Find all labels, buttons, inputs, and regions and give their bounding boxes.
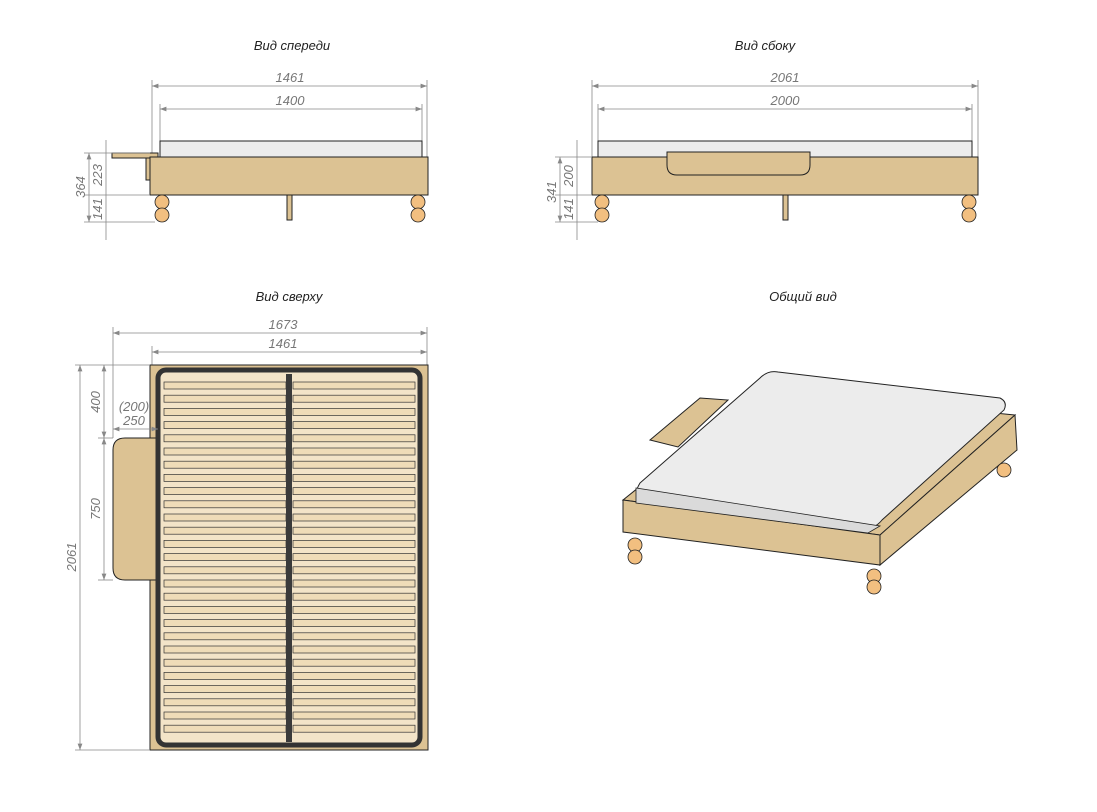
side-table	[666, 151, 811, 176]
dim-frame-height: 200	[561, 164, 576, 187]
slat	[292, 513, 416, 522]
slat	[163, 619, 287, 627]
slat	[292, 474, 416, 482]
slat	[163, 632, 287, 641]
dim-length: 2061	[64, 543, 79, 573]
side-view-title: Вид сбоку	[735, 38, 797, 53]
slat	[163, 381, 287, 390]
slat	[163, 724, 287, 733]
slat	[163, 500, 287, 509]
slat	[292, 579, 416, 588]
slat	[163, 474, 287, 482]
slat	[292, 645, 416, 654]
slat	[163, 566, 287, 575]
top-view-title: Вид сверху	[256, 289, 324, 304]
slat	[292, 487, 416, 495]
isometric-view: Общий вид	[621, 289, 1018, 595]
slat	[292, 408, 416, 416]
slat	[163, 394, 287, 403]
slat	[292, 606, 416, 614]
slat	[292, 460, 416, 469]
mattress	[159, 140, 423, 158]
center-rail	[286, 374, 292, 742]
slat	[292, 434, 416, 443]
slat	[292, 658, 416, 667]
frame-side	[879, 413, 1018, 567]
slat	[292, 526, 416, 535]
slat	[292, 592, 416, 601]
dim-table-length: 750	[88, 497, 103, 519]
slat	[163, 460, 287, 469]
slat	[163, 421, 287, 429]
slat	[163, 408, 287, 416]
dim-leg-height: 141	[561, 198, 576, 220]
slat	[292, 421, 416, 429]
dim-frame-width: 1461	[269, 336, 298, 351]
slat	[292, 619, 416, 627]
isometric-view-title: Общий вид	[769, 289, 837, 304]
center-leg	[782, 194, 789, 221]
slat	[163, 658, 287, 667]
slat	[292, 566, 416, 575]
slat	[292, 698, 416, 707]
slat	[163, 526, 287, 535]
slat	[163, 487, 287, 495]
dim-frame-height: 223	[90, 163, 105, 186]
dim-total-height: 364	[73, 176, 88, 198]
slat	[292, 553, 416, 561]
dim-leg-height: 141	[90, 198, 105, 220]
slat	[163, 645, 287, 654]
slat	[292, 672, 416, 680]
slat	[292, 711, 416, 720]
slat	[163, 579, 287, 588]
front-view-title: Вид спереди	[254, 38, 330, 53]
slat	[163, 685, 287, 693]
slat	[163, 513, 287, 522]
slat	[163, 606, 287, 614]
slat	[163, 592, 287, 601]
dim-table-depth-alt: (200)	[119, 399, 149, 414]
dim-total-height: 341	[544, 181, 559, 203]
dim-overall-length: 2061	[770, 70, 800, 85]
side-table	[112, 437, 159, 581]
slat	[292, 381, 416, 390]
side-table	[648, 397, 730, 448]
slat	[292, 447, 416, 456]
slat	[292, 685, 416, 693]
slat	[163, 553, 287, 561]
dim-mattress-width: 1400	[276, 93, 306, 108]
slat	[163, 540, 287, 548]
top-view: Вид сверху 1673 1461 2061 400 750 (200) …	[64, 289, 429, 751]
center-leg	[286, 194, 293, 221]
dim-mattress-length: 2000	[770, 93, 801, 108]
dim-width-with-table: 1673	[269, 317, 299, 332]
side-view: Вид сбоку 2061 2000 341 200 141	[544, 38, 979, 240]
slat	[292, 724, 416, 733]
slat	[163, 711, 287, 720]
slat	[163, 434, 287, 443]
slat	[163, 698, 287, 707]
front-view: Вид спереди 1461 1400 364 223 141	[73, 38, 429, 240]
slat	[163, 447, 287, 456]
slat	[292, 394, 416, 403]
dim-table-depth: 250	[122, 413, 145, 428]
bed-frame	[149, 156, 429, 196]
slat	[292, 540, 416, 548]
dim-table-offset: 400	[88, 390, 103, 412]
slat	[292, 632, 416, 641]
slat	[163, 672, 287, 680]
slat	[292, 500, 416, 509]
dim-overall-width: 1461	[276, 70, 305, 85]
